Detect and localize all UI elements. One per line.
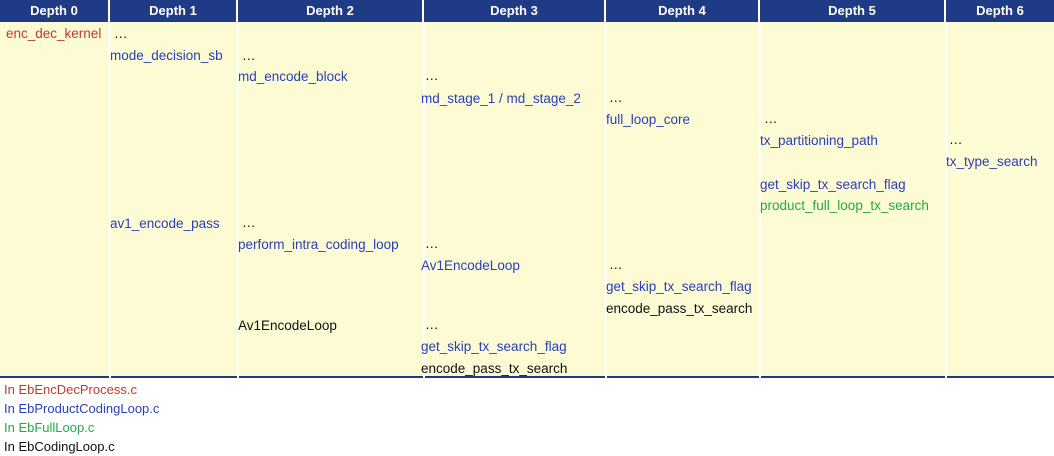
legend: In EbEncDecProcess.c In EbProductCodingLo… <box>0 378 1054 456</box>
legend-item: In EbFullLoop.c <box>4 420 95 435</box>
ellipsis-marker: … <box>609 90 623 105</box>
call-node: get_skip_tx_search_flag <box>606 279 752 294</box>
column-header-depth-5: Depth 5 <box>760 0 946 22</box>
column-header-depth-1: Depth 1 <box>110 0 238 22</box>
ellipsis-marker: … <box>949 132 963 147</box>
call-node: tx_type_search <box>946 154 1038 169</box>
call-node: Av1EncodeLoop <box>238 318 337 333</box>
ellipsis-marker: … <box>242 215 256 230</box>
column-divider-2 <box>237 22 239 378</box>
column-header-depth-4: Depth 4 <box>606 0 760 22</box>
call-node: mode_decision_sb <box>110 48 223 63</box>
call-node: encode_pass_tx_search <box>421 361 568 376</box>
legend-item: In EbProductCodingLoop.c <box>4 401 160 416</box>
call-node: md_stage_1 / md_stage_2 <box>421 91 581 106</box>
column-divider-5 <box>759 22 761 378</box>
ellipsis-marker: … <box>609 257 623 272</box>
call-node: Av1EncodeLoop <box>421 258 520 273</box>
call-node: enc_dec_kernel <box>6 26 102 41</box>
column-divider-6 <box>945 22 947 378</box>
ellipsis-marker: … <box>114 26 128 41</box>
ellipsis-marker: … <box>425 68 439 83</box>
call-node: perform_intra_coding_loop <box>238 237 399 252</box>
column-divider-1 <box>109 22 111 378</box>
column-header-depth-6: Depth 6 <box>946 0 1054 22</box>
ellipsis-marker: … <box>425 236 439 251</box>
ellipsis-marker: … <box>242 48 256 63</box>
column-header-depth-0: Depth 0 <box>0 0 110 22</box>
call-node: av1_encode_pass <box>110 216 220 231</box>
legend-item: In EbCodingLoop.c <box>4 439 115 454</box>
call-node: full_loop_core <box>606 112 691 127</box>
call-node: tx_partitioning_path <box>760 133 878 148</box>
column-header-depth-2: Depth 2 <box>238 0 424 22</box>
column-header-depth-3: Depth 3 <box>424 0 606 22</box>
column-divider-4 <box>605 22 607 378</box>
ellipsis-marker: … <box>764 111 778 126</box>
call-node: encode_pass_tx_search <box>606 301 753 316</box>
column-divider-3 <box>423 22 425 378</box>
ellipsis-marker: … <box>425 317 439 332</box>
call-node: md_encode_block <box>238 69 348 84</box>
call-node: product_full_loop_tx_search <box>760 198 929 213</box>
call-node: get_skip_tx_search_flag <box>760 177 906 192</box>
call-node: get_skip_tx_search_flag <box>421 339 567 354</box>
legend-item: In EbEncDecProcess.c <box>4 382 137 397</box>
call-tree-body: enc_dec_kernel … mode_decision_sb … md_encod… <box>0 22 1054 378</box>
